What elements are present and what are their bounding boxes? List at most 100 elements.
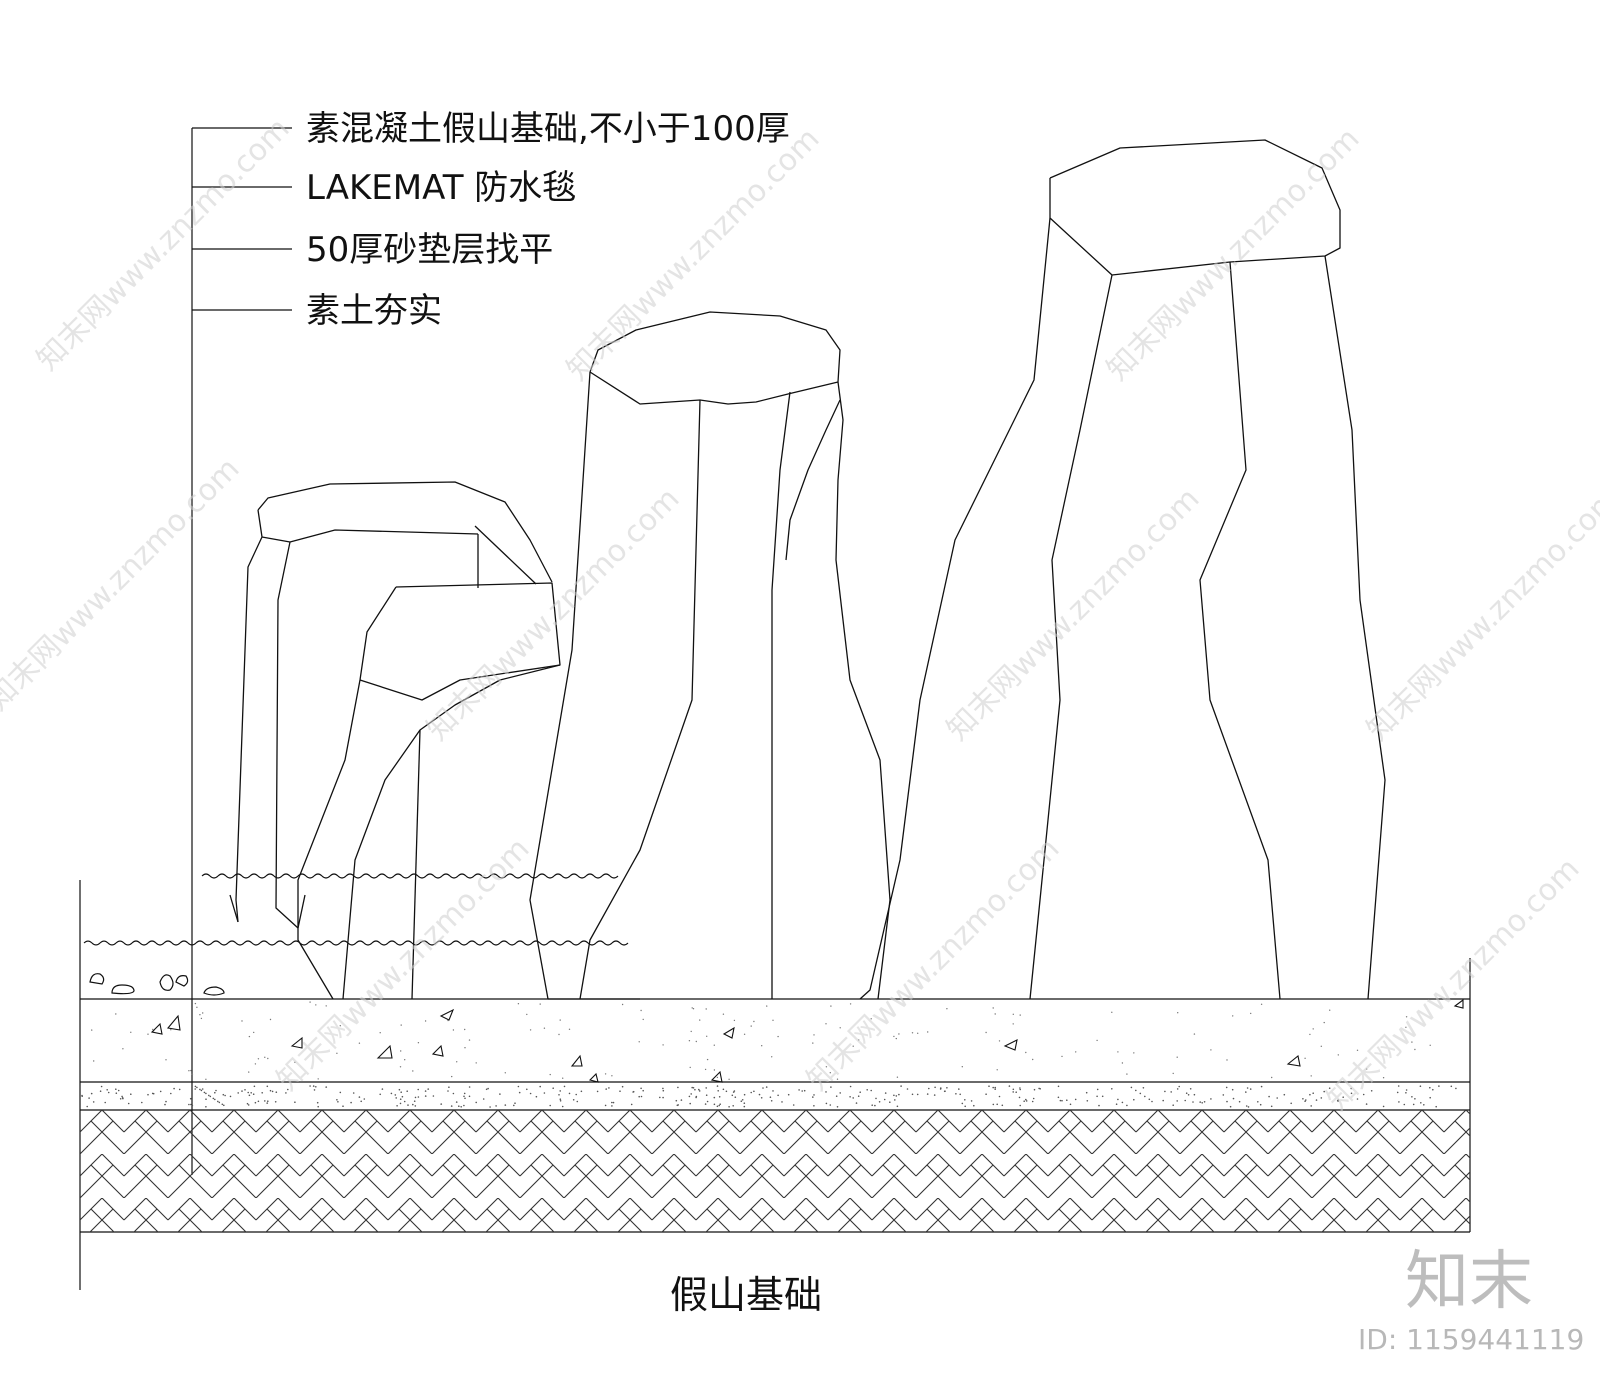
speckle-dot xyxy=(1032,1097,1035,1100)
speckle-dot xyxy=(1187,1094,1190,1096)
speckle-dot xyxy=(248,1035,251,1038)
speckle-dot xyxy=(1061,1055,1063,1058)
speckle-dot xyxy=(1312,1092,1314,1094)
speckle-dot xyxy=(221,1103,224,1106)
speckle-dot xyxy=(770,1100,773,1102)
speckle-dot xyxy=(706,1100,709,1103)
speckle-dot xyxy=(1126,1104,1128,1107)
speckle-dot xyxy=(580,1090,583,1093)
speckle-dot xyxy=(539,1085,541,1088)
speckle-dot xyxy=(1320,1045,1323,1048)
speckle-dot xyxy=(1057,1096,1060,1099)
speckle-dot xyxy=(859,1091,861,1093)
speckle-dot xyxy=(689,1066,691,1069)
speckle-dot xyxy=(766,1005,768,1007)
speckle-dot xyxy=(121,1095,123,1098)
speckle-dot xyxy=(955,1093,957,1095)
speckle-dot xyxy=(812,1042,814,1044)
speckle-dot xyxy=(849,1003,852,1005)
rock-left-front xyxy=(297,582,561,1000)
speckle-dot xyxy=(257,1058,260,1060)
speckle-dot xyxy=(464,1028,466,1031)
speckle-dot xyxy=(1139,1092,1142,1095)
speckle-dot xyxy=(1429,1044,1431,1047)
speckle-dot xyxy=(253,1085,256,1088)
speckle-dot xyxy=(188,1070,190,1072)
speckle-dot xyxy=(1238,1100,1241,1103)
speckle-dot xyxy=(188,1103,190,1106)
speckle-dot xyxy=(713,1096,716,1099)
speckle-dot xyxy=(835,1095,838,1097)
speckle-dot xyxy=(151,1092,154,1095)
speckle-dot xyxy=(988,1085,990,1087)
annotation-concrete-base: 素混凝土假山基础,不小于100厚 xyxy=(306,109,790,149)
speckle-dot xyxy=(93,1060,95,1062)
speckle-dot xyxy=(1162,1099,1164,1102)
speckle-dot xyxy=(253,1031,255,1034)
compacted-soil-hatch xyxy=(80,1110,1470,1232)
speckle-dot xyxy=(878,1101,881,1103)
speckle-dot xyxy=(772,1090,774,1092)
speckle-dot xyxy=(680,1099,683,1101)
speckle-dot xyxy=(248,1094,251,1097)
speckle-dot xyxy=(1135,1089,1137,1092)
speckle-dot xyxy=(1025,1100,1028,1102)
speckle-dot xyxy=(777,1035,779,1038)
speckle-dot xyxy=(1059,1099,1062,1102)
speckle-dot xyxy=(127,1102,130,1105)
speckle-dot xyxy=(740,1100,743,1102)
speckle-dot xyxy=(1210,1049,1212,1051)
speckle-dot xyxy=(896,1076,899,1078)
speckle-dot xyxy=(959,1093,961,1096)
speckle-dot xyxy=(1365,1103,1368,1105)
speckle-dot xyxy=(705,1087,707,1089)
speckle-dot xyxy=(893,1094,895,1097)
speckle-dot xyxy=(81,1094,83,1097)
speckle-dot xyxy=(325,1086,328,1088)
speckle-dot xyxy=(563,1085,566,1088)
speckle-dot xyxy=(1350,1087,1352,1090)
speckle-dot xyxy=(771,1056,773,1058)
speckle-dot xyxy=(1405,1092,1407,1094)
speckle-dot xyxy=(395,1097,398,1099)
speckle-dot xyxy=(1290,1102,1292,1105)
speckle-dot xyxy=(317,1105,320,1108)
speckle-dot xyxy=(698,1088,700,1091)
speckle-dot xyxy=(212,1097,215,1100)
speckle-dot xyxy=(732,1105,734,1107)
speckle-dot xyxy=(1232,1015,1234,1017)
speckle-dot xyxy=(229,1095,232,1098)
speckle-dot xyxy=(165,1100,167,1103)
speckle-dot xyxy=(559,1100,562,1102)
speckle-dot xyxy=(1226,1059,1228,1061)
speckle-dot xyxy=(852,1045,854,1047)
speckle-dot xyxy=(849,1085,852,1088)
speckle-dot xyxy=(836,1078,839,1080)
speckle-dot xyxy=(1019,1104,1021,1107)
speckle-dot xyxy=(518,1091,521,1094)
speckle-dot xyxy=(559,1090,561,1092)
speckle-dot xyxy=(269,1018,272,1021)
speckle-dot xyxy=(662,1096,664,1099)
speckle-dot xyxy=(699,1019,701,1021)
speckle-dot xyxy=(451,1075,453,1078)
speckle-dot xyxy=(517,1003,520,1005)
speckle-dot xyxy=(1111,1088,1113,1090)
speckle-dot xyxy=(1172,1072,1174,1075)
speckle-dot xyxy=(691,1086,693,1089)
speckle-dot xyxy=(1305,1099,1307,1101)
speckle-dot xyxy=(568,1092,571,1095)
speckle-dot xyxy=(130,1031,132,1034)
speckle-dot xyxy=(1111,1011,1113,1013)
speckle-dot xyxy=(275,1091,278,1093)
speckle-dot xyxy=(893,1035,895,1038)
speckle-dot xyxy=(561,1105,564,1108)
speckle-dot xyxy=(173,1087,175,1090)
speckle-dot xyxy=(743,1102,746,1104)
speckle-dot xyxy=(549,1073,551,1076)
speckle-dot xyxy=(529,1029,532,1031)
speckle-dot xyxy=(499,1093,501,1095)
speckle-dot xyxy=(1115,1103,1118,1105)
speckle-dot xyxy=(1203,1101,1206,1103)
speckle-dot xyxy=(379,1032,381,1034)
